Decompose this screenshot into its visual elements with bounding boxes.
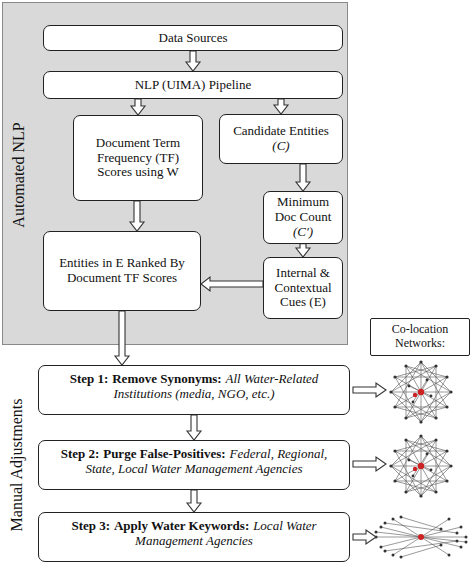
step-box: Step 2:Purge False-Positives:Federal, Re… (38, 440, 350, 490)
flow-arrow (296, 244, 310, 257)
flow-arrow (296, 164, 310, 191)
process-box: Candidate Entities(C) (219, 114, 343, 164)
box-text: (C') (293, 225, 313, 240)
box-text: (C) (272, 139, 289, 154)
step-text: Step 1:Remove Synonyms:All Water-Related… (47, 372, 341, 402)
box-text: NLP (UIMA) Pipeline (135, 78, 252, 93)
flow-arrow (274, 99, 288, 114)
step-action: Remove Synonyms: (112, 371, 221, 386)
step-number: Step 3: (71, 518, 110, 533)
flow-arrow (131, 99, 145, 115)
process-box: Minimum Doc Count(C') (263, 191, 343, 244)
flow-arrow (201, 277, 263, 291)
process-box: NLP (UIMA) Pipeline (43, 71, 343, 99)
box-text: Internal & Contextual Cues (E) (269, 266, 337, 311)
flow-arrow (115, 311, 129, 365)
box-text: Data Sources (159, 31, 228, 46)
legend-box: Co-location Networks: (370, 318, 470, 356)
step-action: Apply Water Keywords: (114, 518, 249, 533)
box-text: Candidate Entities (233, 124, 329, 139)
box-text: Entities in E Ranked By Document TF Scor… (49, 256, 195, 286)
flow-arrow (187, 490, 201, 512)
process-box: Data Sources (43, 25, 343, 51)
section-label: Manual Adjustments (8, 399, 26, 532)
process-box: Entities in E Ranked By Document TF Scor… (43, 231, 201, 311)
region-label: Automated NLP (10, 122, 28, 227)
automation-region: Automated NLP Data SourcesNLP (UIMA) Pipe… (2, 2, 348, 345)
step-number: Step 2: (61, 446, 100, 461)
box-text: Co-location Networks: (376, 323, 464, 351)
box-text: Minimum Doc Count (269, 195, 337, 225)
step-text: Step 2:Purge False-Positives:Federal, Re… (47, 447, 341, 477)
flow-arrow (130, 201, 144, 231)
step-text: Step 3:Apply Water Keywords:Local Water … (47, 519, 341, 549)
flow-arrow (187, 415, 201, 440)
box-text: Document Term Frequency (TF) Scores usin… (79, 136, 197, 181)
process-box: Internal & Contextual Cues (E) (263, 257, 343, 319)
step-number: Step 1: (70, 371, 109, 386)
flow-arrow (186, 51, 200, 71)
step-action: Purge False-Positives: (103, 446, 225, 461)
step-box: Step 3:Apply Water Keywords:Local Water … (38, 512, 350, 562)
process-box: Document Term Frequency (TF) Scores usin… (73, 115, 203, 201)
step-box: Step 1:Remove Synonyms:All Water-Related… (38, 365, 350, 415)
